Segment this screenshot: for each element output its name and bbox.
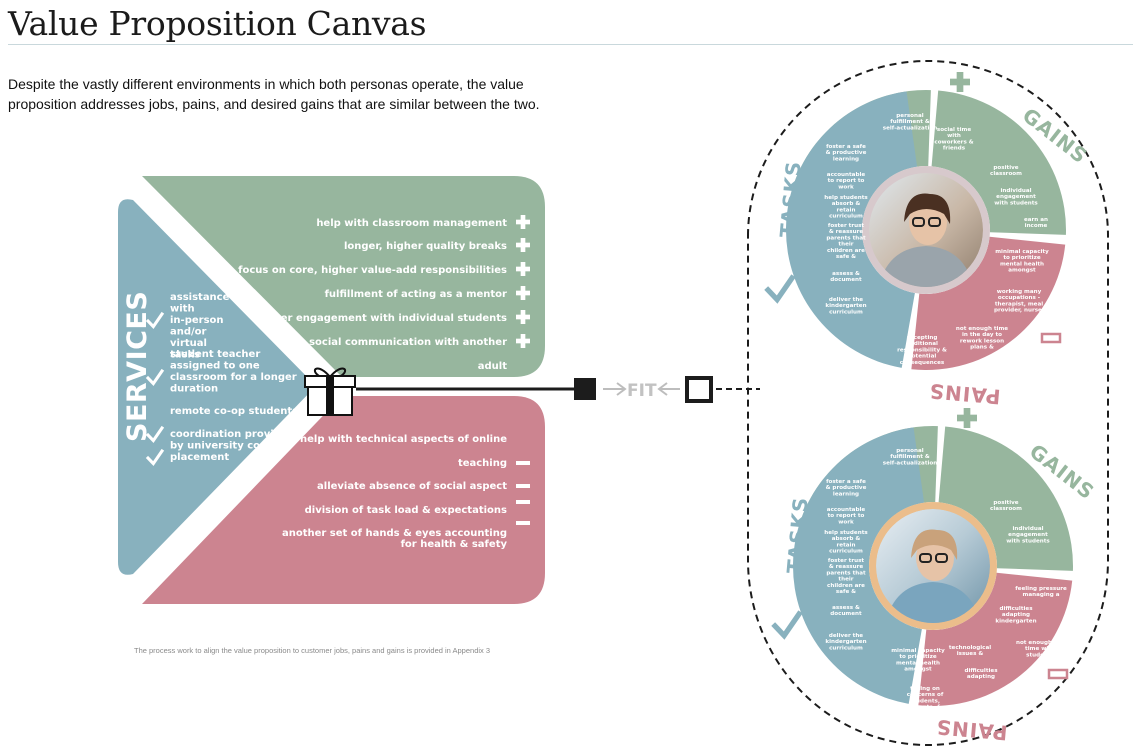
services-panel [118,199,316,575]
persona-photo [869,173,983,287]
gain-creator-item: focus on core, higher value-add responsi… [238,265,507,276]
pain-reliever-item: teaching [458,458,507,469]
gain-creator-item: help with classroom management [316,218,507,229]
plus-icon [516,286,530,300]
gains-sector [931,90,1066,235]
plus-icon [516,310,530,324]
gain-creator-item: social communication with another [309,337,507,348]
pains-label: PAINS [935,715,1009,745]
check-icon [145,448,165,467]
gain-creator-item: fulfillment of acting as a mentor [325,289,507,300]
value-map-fit-marker [574,378,596,400]
services-label: SERVICES [122,291,153,442]
pain-reliever-item: alleviate absence of social aspect [317,481,507,492]
pains-sector [918,572,1073,706]
minus-icon [516,521,530,525]
service-item: remote co-op students [170,406,298,417]
gain-creator-item: longer engagement with individual studen… [256,313,507,324]
plus-icon [516,238,530,252]
task-item: assess &document [830,271,862,283]
intro-text: Despite the vastly different environment… [8,76,540,112]
minus-icon [516,500,530,504]
pain-relievers-panel [142,396,545,604]
minus-icon [516,484,530,488]
pain-relievers-list: help with technical aspects of online tea… [282,434,530,550]
pain-reliever-item: division of task load & expectations [305,505,507,516]
gain-creators-panel [142,176,545,377]
footnote: The process work to align the value prop… [134,646,491,655]
title-divider [8,44,1133,45]
minus-icon [1047,668,1069,680]
pains-sector [911,236,1066,370]
gift-icon [304,367,356,416]
pain-reliever-item: help with technical aspects of online [300,434,507,445]
minus-icon [516,461,530,465]
plus-icon [516,334,530,348]
plus-icon [516,215,530,229]
customer-profiles-outline [747,60,1109,746]
check-icon [145,311,165,330]
pains-label: PAINS [928,379,1002,409]
customer-profile-2: GAINSTASKSPAINSfoster a safe& productive… [771,408,1099,745]
check-icon [145,368,165,387]
fit-connector: FIT [356,376,760,403]
task-item: assess &document [830,605,862,617]
page-title: Value Proposition Canvas [8,4,427,43]
customer-fit-marker [685,376,713,403]
fit-label: FIT [627,381,657,401]
check-icon [764,274,796,304]
gain-creator-item: longer, higher quality breaks [344,241,507,252]
tasks-sector [786,91,918,368]
plus-icon [957,408,977,428]
persona-photo [876,509,990,623]
gains-sector [938,426,1073,571]
customer-profile-1: GAINSTASKSPAINSfoster a safe& productive… [764,72,1092,409]
plus-icon [950,72,970,92]
check-icon [145,425,165,444]
plus-icon [516,262,530,276]
tasks-sector [792,427,925,704]
gain-creators-list: help with classroom management longer, hi… [238,215,530,372]
minus-icon [1040,332,1062,344]
check-icon [771,610,803,640]
gain-creator-item: adult [478,361,507,372]
